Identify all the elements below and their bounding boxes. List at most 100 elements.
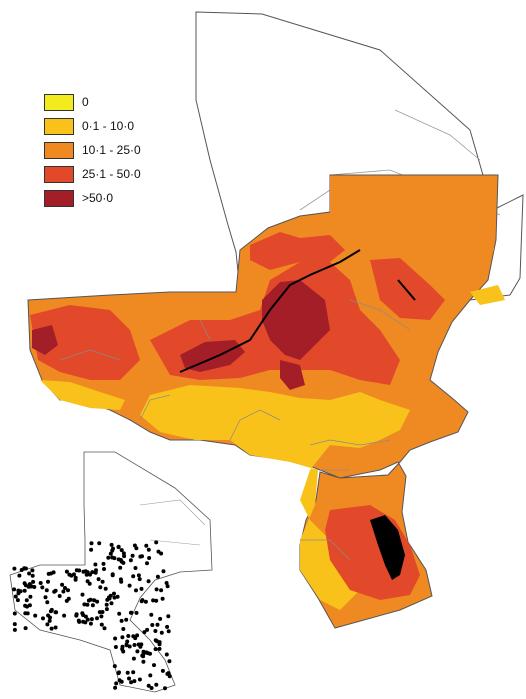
legend-label-3: 25·1 - 50·0	[82, 167, 141, 181]
site-dot	[148, 673, 153, 678]
site-dot	[95, 599, 100, 604]
site-dot	[124, 617, 129, 622]
site-dot	[150, 623, 155, 627]
site-dot	[119, 679, 124, 684]
site-dot	[146, 547, 151, 552]
site-dot	[101, 561, 106, 566]
legend-swatch-0	[44, 94, 74, 111]
site-dot	[69, 573, 74, 578]
site-dot	[121, 627, 126, 631]
site-dot	[23, 611, 28, 616]
site-dot	[131, 634, 136, 639]
site-dot	[99, 622, 104, 627]
site-dot	[23, 603, 28, 608]
shaded-region	[27, 174, 505, 629]
site-dot	[164, 581, 169, 585]
site-dot	[157, 642, 162, 647]
legend-swatch-1	[44, 118, 74, 135]
site-dot	[49, 626, 54, 631]
site-dot	[137, 677, 142, 682]
site-dot	[146, 579, 151, 584]
site-dot	[89, 541, 94, 546]
site-dot	[146, 683, 151, 688]
site-dot	[28, 594, 33, 599]
site-dot	[132, 643, 137, 647]
site-dot	[145, 651, 150, 656]
site-dot	[64, 569, 69, 574]
legend-row-3: 25·1 - 50·0	[44, 166, 204, 186]
site-dot	[131, 656, 136, 661]
site-dot	[149, 686, 154, 690]
site-dot	[112, 591, 116, 596]
site-dot	[22, 588, 27, 593]
site-dot	[95, 616, 99, 621]
legend-label-1: 0·1 - 10·0	[82, 119, 135, 133]
site-dot	[118, 565, 123, 570]
site-dot	[124, 642, 129, 647]
site-dot	[113, 645, 118, 649]
site-dot	[88, 621, 93, 626]
site-dot	[155, 622, 160, 627]
site-dot	[153, 647, 158, 652]
site-dot	[159, 630, 164, 635]
site-dot	[63, 586, 67, 590]
site-dot	[116, 671, 121, 676]
site-dot	[135, 633, 140, 638]
site-dot	[33, 613, 38, 618]
site-dot	[104, 607, 109, 612]
site-dot	[128, 558, 133, 563]
site-dot	[96, 577, 101, 582]
site-dot	[12, 622, 17, 627]
site-dot	[83, 614, 88, 619]
site-dot	[66, 588, 70, 593]
site-dot	[141, 649, 146, 654]
site-dot	[66, 596, 71, 601]
site-dot	[139, 599, 144, 604]
site-dot	[145, 627, 150, 632]
site-dot	[117, 611, 122, 616]
site-dot	[157, 646, 162, 651]
site-dot	[132, 679, 137, 684]
site-dot	[159, 588, 164, 593]
site-dot	[119, 579, 124, 584]
site-dot	[83, 569, 88, 574]
site-dot	[167, 659, 172, 664]
site-dot	[129, 610, 134, 615]
site-dot	[139, 642, 144, 647]
inset-outline	[9, 451, 213, 693]
site-dot	[158, 616, 163, 621]
site-dot	[121, 551, 126, 556]
legend-row-0: 0	[44, 94, 204, 114]
site-dot	[93, 562, 98, 567]
site-dot	[38, 581, 43, 585]
site-dot	[119, 618, 124, 623]
site-dot	[44, 588, 49, 593]
site-dot	[61, 589, 66, 594]
site-dot	[134, 588, 138, 593]
site-dot	[112, 595, 117, 600]
site-dot	[136, 573, 141, 578]
site-dot	[110, 555, 115, 560]
site-dot	[160, 668, 165, 673]
site-dot	[85, 579, 90, 584]
legend-label-4: >50·0	[82, 191, 114, 205]
site-dot	[30, 573, 35, 578]
region-red-west	[30, 305, 140, 380]
legend-row-2: 10·1 - 25·0	[44, 142, 204, 162]
region-red-north	[250, 232, 345, 270]
site-dot	[57, 594, 62, 598]
site-dot	[98, 585, 103, 590]
site-dot	[161, 569, 166, 574]
site-dot	[109, 601, 114, 606]
site-dot	[104, 602, 109, 607]
site-dot	[134, 610, 139, 615]
region-darkred-centre-1	[180, 340, 245, 372]
site-dot	[43, 595, 48, 600]
site-dot	[163, 686, 167, 691]
site-dot	[108, 593, 113, 598]
region-south-yellow-2	[40, 380, 125, 410]
site-dot	[151, 598, 156, 603]
site-dot	[62, 613, 67, 618]
site-dot	[40, 585, 45, 590]
legend-row-1: 0·1 - 10·0	[44, 118, 204, 138]
